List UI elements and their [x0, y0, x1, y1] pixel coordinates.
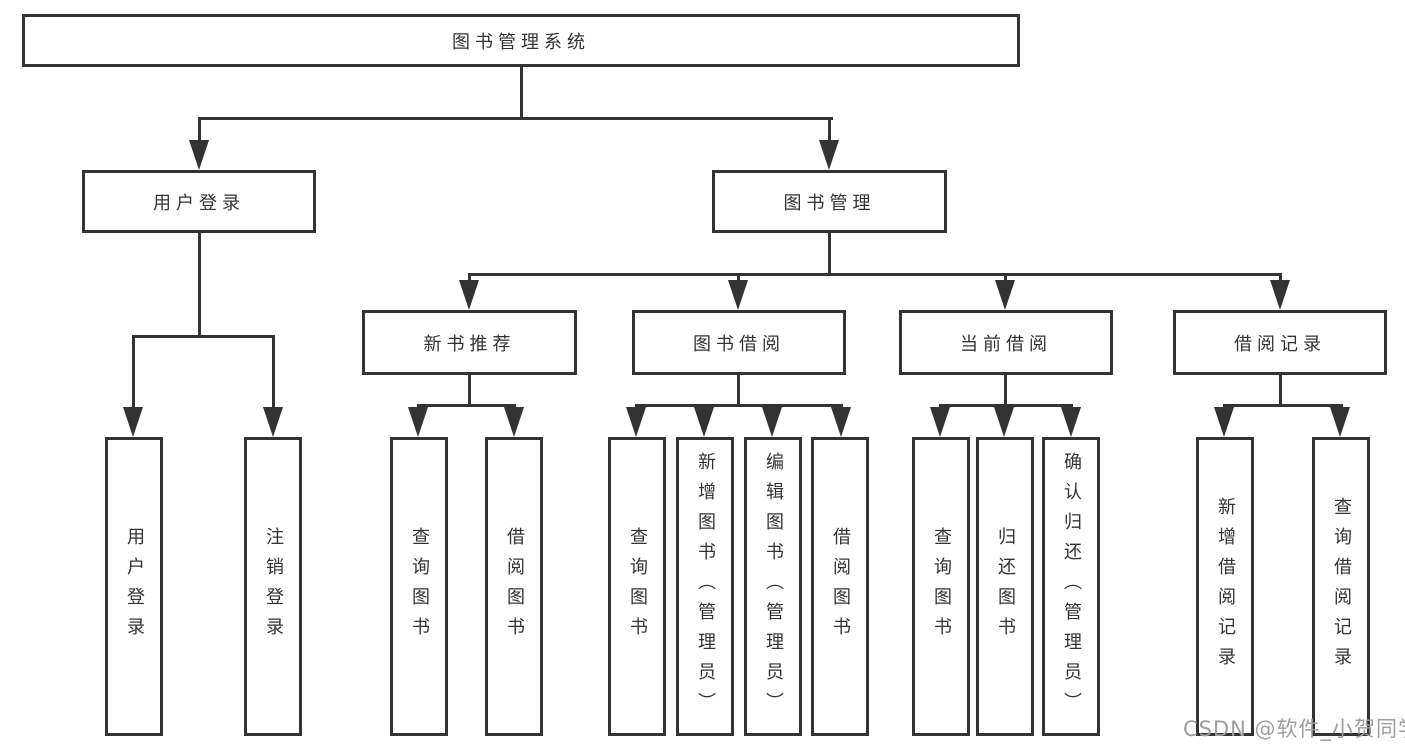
arrowhead-down-icon [1061, 407, 1081, 437]
arrowhead-down-icon [930, 407, 950, 437]
node-new-book-recommend: 新书推荐 [362, 310, 577, 375]
connector-line [468, 273, 1282, 276]
connector-line [737, 375, 740, 407]
arrowhead-down-icon [408, 407, 428, 437]
arrowhead-down-icon [995, 280, 1015, 310]
connector-line [468, 375, 471, 407]
arrowhead-down-icon [1214, 407, 1234, 437]
connector-line [828, 233, 831, 276]
arrowhead-down-icon [626, 407, 646, 437]
leaf-borrow-books-recommend: 借阅图书 [485, 437, 543, 736]
node-library-management-system: 图书管理系统 [22, 14, 1020, 67]
leaf-query-books-borrowing: 查询图书 [608, 437, 666, 736]
connector-line [468, 273, 471, 285]
arrowhead-down-icon [762, 407, 782, 437]
connector-line [198, 117, 833, 120]
connector-line [1004, 375, 1007, 407]
connector-line [828, 117, 831, 145]
leaf-add-borrow-record: 新增借阅记录 [1196, 437, 1254, 736]
arrowhead-down-icon [459, 280, 479, 310]
leaf-add-books-admin: 新增图书（管理员） [676, 437, 734, 736]
node-book-borrowing: 图书借阅 [632, 310, 846, 375]
arrowhead-down-icon [189, 140, 209, 170]
arrowhead-down-icon [1330, 407, 1350, 437]
connector-line [635, 404, 843, 407]
connector-line [1004, 273, 1007, 285]
arrowhead-down-icon [819, 140, 839, 170]
csdn-watermark: CSDN @软件_小贺同学 [1183, 717, 1405, 741]
leaf-borrow-books-borrowing: 借阅图书 [811, 437, 869, 736]
leaf-return-books: 归还图书 [976, 437, 1034, 736]
connector-line [1223, 404, 1343, 407]
connector-line [132, 335, 135, 411]
node-current-borrowing: 当前借阅 [899, 310, 1113, 375]
connector-line [198, 233, 201, 338]
arrowhead-down-icon [728, 280, 748, 310]
arrowhead-down-icon [504, 407, 524, 437]
connector-line [1279, 375, 1282, 407]
leaf-user-login: 用户登录 [105, 437, 163, 736]
node-book-management: 图书管理 [712, 170, 947, 233]
arrowhead-down-icon [263, 407, 283, 437]
connector-line [1279, 273, 1282, 285]
node-user-login: 用户登录 [82, 170, 316, 233]
connector-line [417, 404, 516, 407]
connector-line [737, 273, 740, 285]
connector-line [939, 404, 1073, 407]
arrowhead-down-icon [694, 407, 714, 437]
connector-line [272, 335, 275, 411]
connector-line [198, 117, 201, 145]
arrowhead-down-icon [123, 407, 143, 437]
leaf-edit-books-admin: 编辑图书（管理员） [744, 437, 802, 736]
arrowhead-down-icon [1270, 280, 1290, 310]
arrowhead-down-icon [994, 407, 1014, 437]
node-borrowing-records: 借阅记录 [1173, 310, 1387, 375]
arrowhead-down-icon [831, 407, 851, 437]
leaf-query-borrow-record: 查询借阅记录 [1312, 437, 1370, 736]
connector-line [132, 335, 275, 338]
leaf-query-books-recommend: 查询图书 [390, 437, 448, 736]
leaf-logout-login: 注销登录 [244, 437, 302, 736]
connector-line [520, 67, 523, 120]
leaf-query-books-current: 查询图书 [912, 437, 970, 736]
leaf-confirm-return-admin: 确认归还（管理员） [1042, 437, 1100, 736]
